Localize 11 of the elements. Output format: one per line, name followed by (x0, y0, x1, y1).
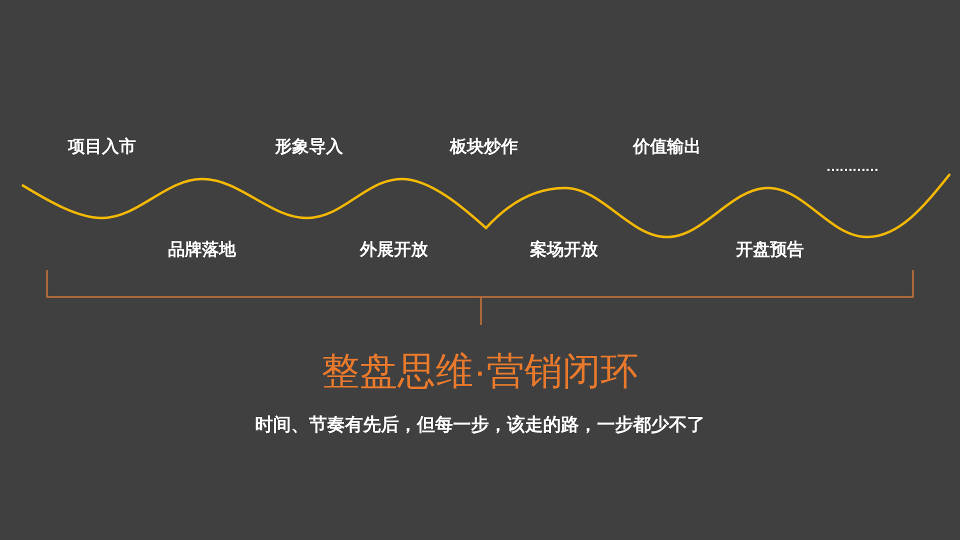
title: 整盘思维·营销闭环 (322, 351, 638, 395)
stage-label: 外展开放 (360, 240, 428, 260)
ellipsis-text: ………… (826, 158, 878, 174)
stage-label: 形象导入 (275, 137, 343, 157)
stage-label: 板块炒作 (450, 137, 518, 157)
stage-label: 项目入市 (68, 137, 136, 157)
stage-label: 品牌落地 (168, 240, 236, 260)
subtitle: 时间、节奏有先后，但每一步，该走的路，一步都少不了 (255, 414, 705, 436)
stage-label: 价值输出 (633, 137, 701, 157)
stage-label: 案场开放 (530, 240, 598, 260)
stage-label: 开盘预告 (736, 240, 804, 260)
